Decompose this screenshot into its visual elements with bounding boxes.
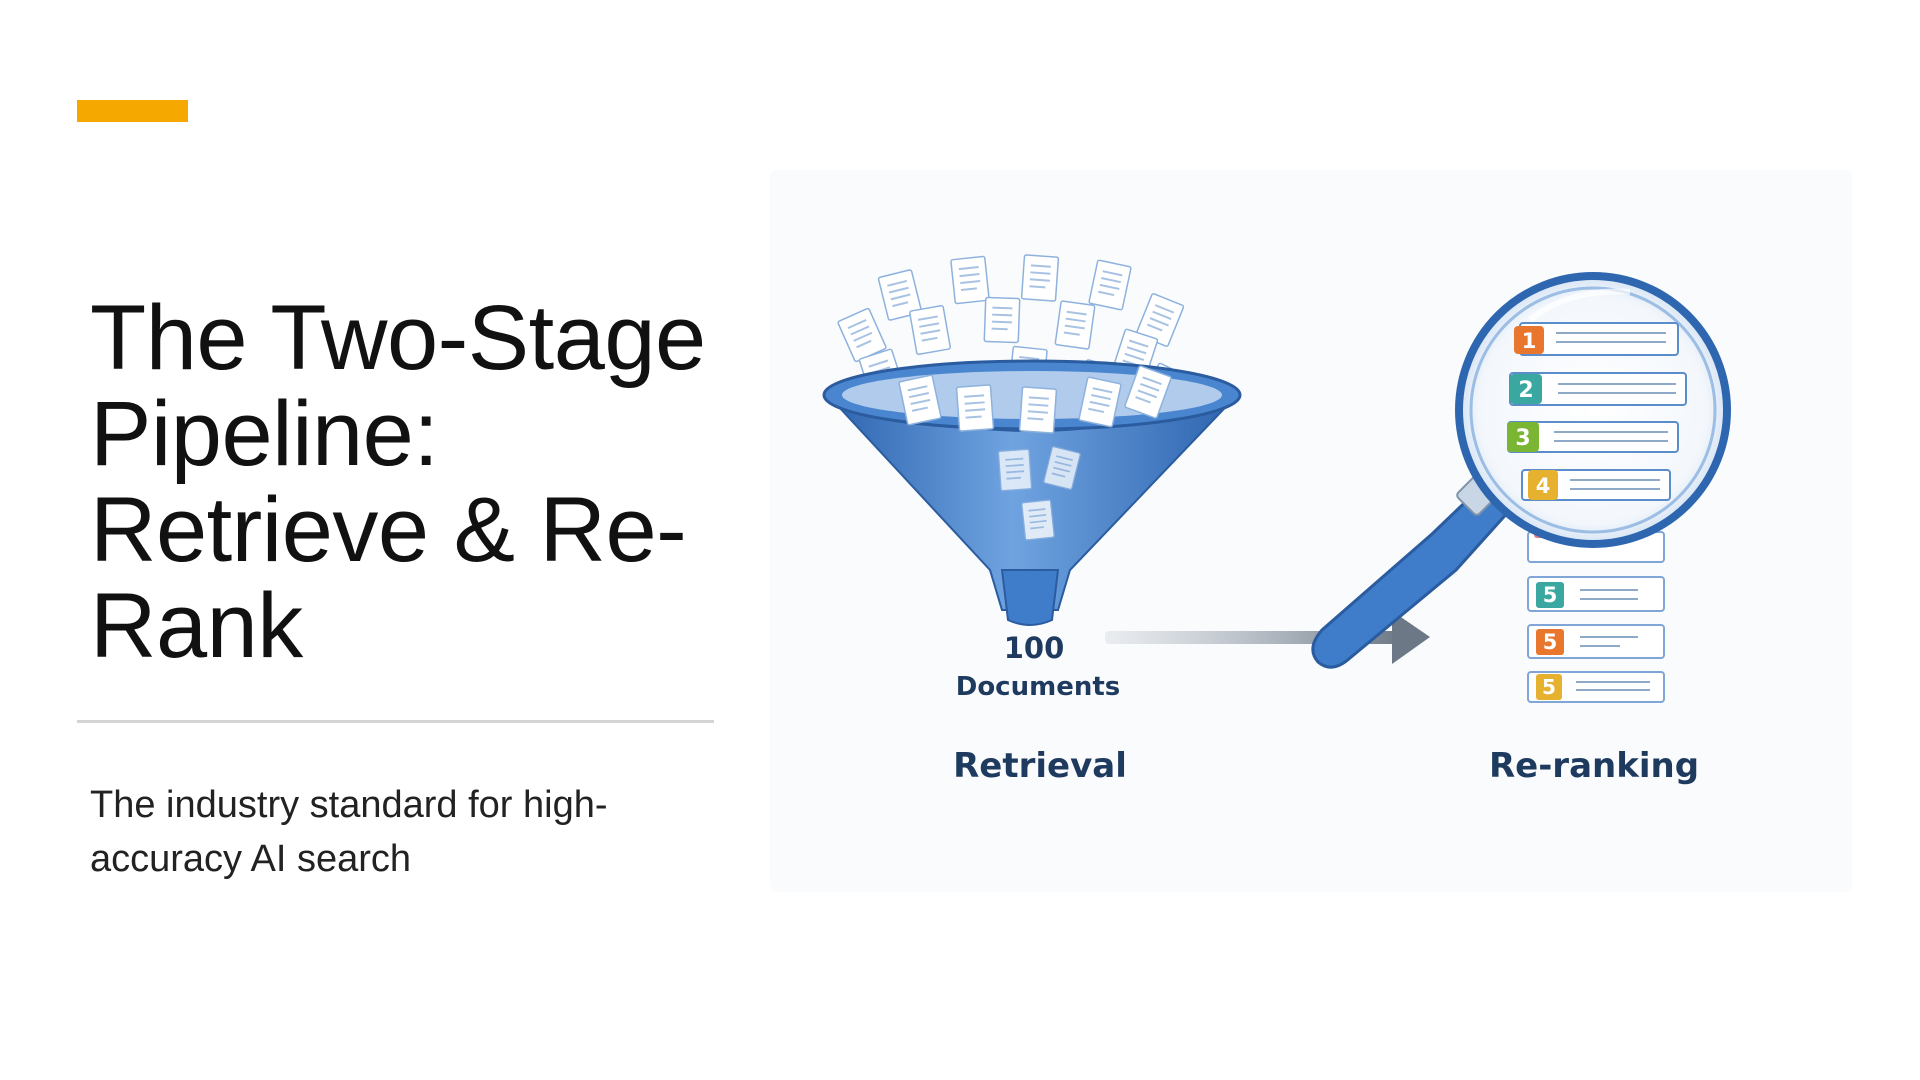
list-item: 5 (1527, 624, 1665, 659)
list-item: 5 (1527, 671, 1665, 703)
list-item: 3 (1507, 421, 1679, 453)
document-icon (1018, 385, 1058, 435)
svg-text:4: 4 (1536, 474, 1551, 498)
list-item: 5 (1527, 576, 1665, 612)
stage-label-retrieval: Retrieval (953, 746, 1127, 786)
accent-bar (77, 100, 188, 122)
document-icon (983, 296, 1021, 344)
document-icon (955, 383, 995, 433)
list-item: 1 (1514, 322, 1679, 356)
document-icon (1020, 253, 1060, 303)
document-icon (908, 304, 952, 356)
document-icon (997, 448, 1033, 492)
funnel-icon (822, 253, 1242, 626)
svg-text:1: 1 (1522, 329, 1537, 353)
svg-text:5: 5 (1543, 583, 1558, 607)
title-divider (77, 720, 714, 723)
document-icon (949, 255, 991, 305)
magnifier-icon: 1 2 3 4 (1311, 272, 1731, 669)
slide-title: The Two-Stage Pipeline: Retrieve & Re-Ra… (90, 287, 706, 677)
list-item: 2 (1509, 372, 1687, 406)
document-count: 100 (1004, 631, 1065, 665)
svg-text:5: 5 (1543, 630, 1558, 654)
svg-text:2: 2 (1518, 378, 1533, 403)
document-count-label: Documents (956, 672, 1121, 702)
document-icon (1020, 499, 1056, 541)
stage-label-reranking: Re-ranking (1489, 746, 1699, 786)
slide-subtitle: The industry standard for high-accuracy … (90, 784, 608, 880)
illustration-panel (770, 170, 1852, 892)
list-item: 4 (1521, 469, 1671, 501)
document-icon (1054, 299, 1096, 351)
pipeline-illustration: 100 Documents 5 5 (770, 170, 1852, 892)
ranked-list: 5 5 5 5 (1527, 520, 1665, 703)
svg-text:5: 5 (1542, 675, 1556, 699)
svg-text:3: 3 (1515, 426, 1530, 451)
